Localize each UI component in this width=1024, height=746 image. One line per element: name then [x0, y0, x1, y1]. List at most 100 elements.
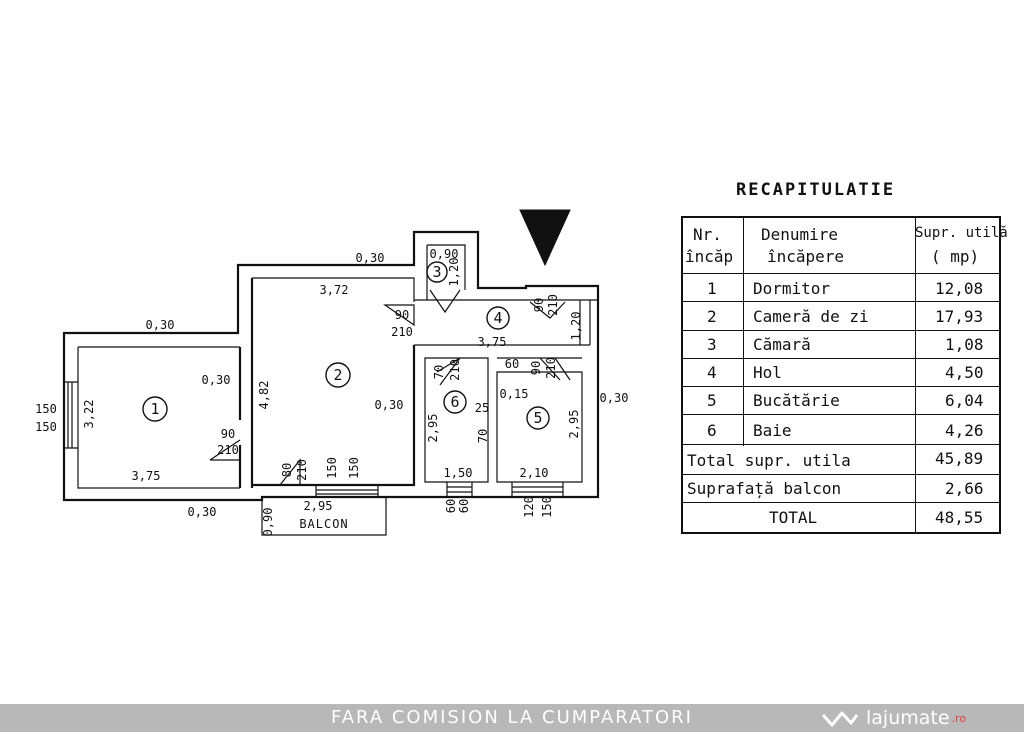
row-2-name: Cameră de zi	[753, 307, 869, 326]
north-arrow-icon	[519, 209, 571, 267]
header-name-2: încăpere	[767, 247, 845, 266]
dim-left-window-a: 150	[35, 402, 57, 416]
row-1-area: 12,08	[935, 279, 984, 298]
dim-hall-height: 1,20	[569, 312, 583, 341]
dim-room2-height: 4,82	[257, 381, 271, 410]
table-col-divider	[915, 218, 916, 446]
dim-kitchen-window-a: 120	[522, 496, 536, 518]
dim-kitchen-window-b: 150	[540, 496, 554, 518]
dim-left-door-a: 90	[221, 427, 235, 441]
row-5-nr: 5	[707, 391, 717, 410]
room-markers: 1 2 3 4 5 6	[142, 261, 550, 430]
dim-hall-length: 3,75	[478, 335, 507, 349]
recap-table: Nr. încăp Denumire încăpere Supr. utilă …	[681, 216, 1008, 534]
total-label: Total supr. utila	[687, 451, 851, 470]
table-row-divider	[683, 386, 999, 387]
recap-title: RECAPITULATIE	[736, 180, 896, 200]
header-area-2: ( mp)	[931, 247, 980, 266]
row-2-area: 17,93	[935, 307, 984, 326]
footer-text: FARA COMISION LA CUMPARATORI	[331, 707, 693, 728]
row-4-area: 4,50	[945, 363, 984, 382]
dim-hall-door-b: 210	[546, 294, 560, 316]
dim-bath-door-b: 210	[448, 359, 462, 381]
dim-kitchen-width: 2,10	[520, 466, 549, 480]
row-5-name: Bucătărie	[753, 391, 840, 410]
dim-room2-door-a: 90	[395, 308, 409, 322]
dim-left-inner-wall: 0,30	[202, 373, 231, 387]
dim-right-wall: 0,30	[600, 391, 629, 405]
dim-room2-bottom-door-a: 80	[280, 463, 294, 477]
dim-left-room-height: 3,22	[82, 400, 96, 429]
row-2-nr: 2	[707, 307, 717, 326]
dim-bath-height: 2,95	[426, 414, 440, 443]
row-6-nr: 6	[707, 421, 717, 440]
table-row-divider	[683, 474, 999, 475]
table-row-divider	[683, 502, 999, 503]
walls	[62, 230, 600, 536]
label-balcon: BALCON	[299, 517, 348, 531]
floor-plan: 1 2 3 4 5 6 0,30 0,30 3,75 3,22 150 150 …	[35, 209, 628, 536]
dim-room2-width: 3,72	[320, 283, 349, 297]
dim-storage-width: 0,90	[430, 247, 459, 261]
dim-room2-right-wall: 0,30	[375, 398, 404, 412]
room-number-3: 3	[432, 263, 441, 281]
row-6-area: 4,26	[945, 421, 984, 440]
row-3-name: Cămară	[753, 335, 811, 354]
dim-kitchen-height: 2,95	[567, 410, 581, 439]
brand-name: lajumate	[866, 707, 950, 729]
brand-watermark: lajumate .ro	[820, 705, 966, 731]
dim-bath-window-a: 60	[444, 499, 458, 513]
room-number-5: 5	[533, 409, 542, 427]
dim-bath-door-a: 70	[432, 365, 446, 379]
dim-room2-window-b: 150	[347, 457, 361, 479]
dim-kitchen-wall: 0,15	[500, 387, 529, 401]
heart-logo-icon	[821, 711, 859, 727]
dim-kitchen-door-a: 60	[505, 357, 519, 371]
dim-bath-window-b: 60	[457, 499, 471, 513]
table-row-divider	[683, 414, 999, 415]
brand-domain: .ro	[951, 711, 967, 725]
dim-hall-door-a: 90	[532, 298, 546, 312]
dim-left-window-b: 150	[35, 420, 57, 434]
dim-bath-side-b: 70	[476, 429, 490, 443]
row-5-area: 6,04	[945, 391, 984, 410]
grand-total-value: 48,55	[935, 508, 984, 527]
dimension-labels: 0,30 0,30 3,75 3,22 150 150 0,30 90 210 …	[35, 247, 628, 536]
row-1-nr: 1	[707, 279, 717, 298]
header-nr: Nr.	[693, 225, 722, 244]
dim-top-wall-mid: 0,30	[356, 251, 385, 265]
dim-top-wall-left: 0,30	[146, 318, 175, 332]
dim-kitchen-door-c: 210	[544, 357, 558, 379]
table-col-divider	[743, 218, 744, 446]
header-nr-2: încăp	[685, 247, 734, 266]
row-4-nr: 4	[707, 363, 717, 382]
dim-balcon-depth: 0,90	[261, 508, 275, 537]
table-col-divider	[915, 446, 916, 534]
table-row-divider	[683, 444, 999, 445]
dim-room2-door-b: 210	[391, 325, 413, 339]
total-value: 45,89	[935, 449, 984, 468]
table-row-divider	[683, 301, 999, 302]
dim-room2-window-a: 150	[325, 457, 339, 479]
table-row-divider	[683, 273, 999, 274]
dim-bath-side-a: 25	[475, 401, 489, 415]
header-name: Denumire	[761, 225, 839, 244]
footer-banner: FARA COMISION LA CUMPARATORI	[0, 704, 1024, 732]
table-row-divider	[683, 358, 999, 359]
room-number-2: 2	[333, 366, 342, 384]
dim-bath-width: 1,50	[444, 466, 473, 480]
dim-room2-bottom-door-b: 210	[295, 459, 309, 481]
row-4-name: Hol	[753, 363, 782, 382]
dim-storage-height: 1,20	[447, 258, 461, 287]
grand-total-label: TOTAL	[769, 508, 818, 527]
room-number-1: 1	[150, 400, 159, 418]
dim-balcon-width: 2,95	[304, 499, 333, 513]
dim-left-room-width: 3,75	[132, 469, 161, 483]
header-area: Supr. utilă	[915, 225, 1008, 241]
dim-left-door-b: 210	[217, 443, 239, 457]
room-number-4: 4	[493, 309, 502, 327]
row-3-area: 1,08	[945, 335, 984, 354]
row-1-name: Dormitor	[753, 279, 831, 298]
dim-bottom-wall: 0,30	[188, 505, 217, 519]
row-3-nr: 3	[707, 335, 717, 354]
